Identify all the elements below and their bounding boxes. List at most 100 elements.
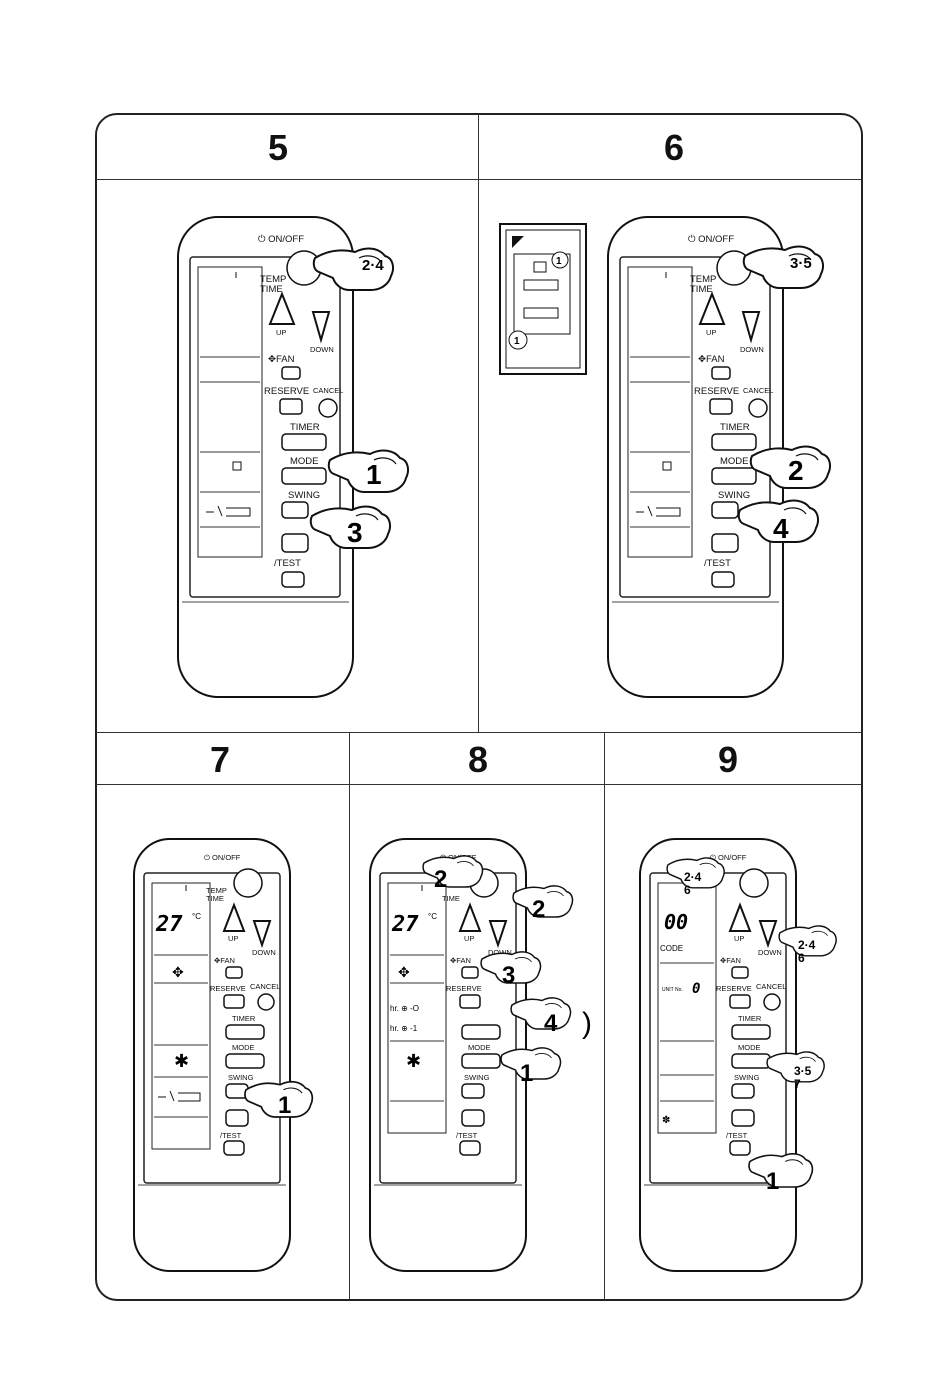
up-label: UP <box>734 934 744 943</box>
callout-label: 1 <box>514 336 520 347</box>
down-button[interactable] <box>758 920 778 949</box>
reserve-button[interactable] <box>459 994 481 1009</box>
cancel-button[interactable] <box>763 993 781 1011</box>
fan-icon: ✥ <box>398 964 410 980</box>
test-label: /TEST <box>274 558 301 569</box>
power-button[interactable] <box>233 868 263 898</box>
mode-button[interactable] <box>461 1053 501 1069</box>
cancel-button[interactable] <box>318 398 338 418</box>
up-label: UP <box>228 934 238 943</box>
grid-button[interactable] <box>731 1109 755 1127</box>
cancel-button[interactable] <box>748 398 768 418</box>
callout-label: 2 <box>434 866 447 893</box>
remote-panel-6: ⏻ ON/OFF TEMP TIME UP DOWN ✥FAN RESERVE … <box>607 216 831 698</box>
power-button[interactable] <box>739 868 769 898</box>
timer-label: TIMER <box>720 422 750 433</box>
timer-button[interactable] <box>711 433 757 451</box>
closing-paren: ) <box>582 1007 592 1040</box>
timer-button[interactable] <box>461 1024 501 1040</box>
test-label: /TEST <box>726 1131 748 1140</box>
callout-label: 3·5 <box>790 255 812 272</box>
up-button[interactable] <box>268 291 296 325</box>
step-number-5: 5 <box>267 127 289 168</box>
timer-button[interactable] <box>731 1024 771 1040</box>
time-label: TIME <box>442 894 460 903</box>
callout-label: 3 <box>347 517 363 548</box>
grid-button[interactable] <box>711 533 739 553</box>
test-button[interactable] <box>729 1140 751 1156</box>
down-button[interactable] <box>741 311 761 344</box>
reserve-label: RESERVE <box>210 984 246 993</box>
cancel-label: CANCEL <box>313 386 343 395</box>
mode-button[interactable] <box>281 467 327 485</box>
callout-label: 1 <box>366 459 382 490</box>
timer-off-readout: hr. ⊕ -1 <box>390 1024 418 1033</box>
step-number-8: 8 <box>467 739 489 780</box>
timer-label: TIMER <box>290 422 320 433</box>
remote-panel-8: 27 °C ✥ hr. ⊕ -O hr. ⊕ -1 ✱ ⏻ ON/OFF TIM… <box>369 838 592 1272</box>
timer-button[interactable] <box>281 433 327 451</box>
up-button[interactable] <box>458 902 482 932</box>
reserve-button[interactable] <box>223 994 245 1009</box>
down-button[interactable] <box>311 311 331 344</box>
reserve-button[interactable] <box>279 398 303 415</box>
fan-icon: ✥ <box>172 964 184 980</box>
on-off-label: ⏻ ON/OFF <box>710 853 747 862</box>
reserve-button[interactable] <box>729 994 751 1009</box>
fan-button[interactable] <box>461 966 479 979</box>
on-off-label: ⏻ ON/OFF <box>258 234 304 245</box>
callout-label: 2 <box>532 896 545 923</box>
snowflake-icon: ✱ <box>174 1051 189 1071</box>
unit-no-label: UNIT No. <box>662 987 683 993</box>
reserve-label: RESERVE <box>264 386 309 397</box>
fan-button[interactable] <box>225 966 243 979</box>
down-button[interactable] <box>252 920 272 949</box>
test-button[interactable] <box>281 571 305 588</box>
test-label: /TEST <box>220 1131 242 1140</box>
grid-button[interactable] <box>281 533 309 553</box>
cancel-label: CANCEL <box>743 386 773 395</box>
up-button[interactable] <box>222 902 246 932</box>
temp-label: TEMP <box>260 274 286 285</box>
swing-button[interactable] <box>711 501 739 519</box>
test-label: /TEST <box>704 558 731 569</box>
temperature-readout: 27 <box>391 912 419 937</box>
divider <box>96 179 862 180</box>
temp-label: TEMP <box>690 274 716 285</box>
up-button[interactable] <box>728 902 752 932</box>
test-button[interactable] <box>459 1140 481 1156</box>
grid-button[interactable] <box>461 1109 485 1127</box>
swing-button[interactable] <box>731 1083 755 1099</box>
down-button[interactable] <box>488 920 508 949</box>
reserve-button[interactable] <box>709 398 733 415</box>
callout-label: 1 <box>520 1060 533 1087</box>
fan-label: ✥FAN <box>720 956 741 965</box>
unit-no-readout: 0 <box>692 981 700 997</box>
test-button[interactable] <box>223 1140 245 1156</box>
test-button[interactable] <box>711 571 735 588</box>
on-off-label: ⏻ ON/OFF <box>688 234 734 245</box>
swing-button[interactable] <box>461 1083 485 1099</box>
mode-label: MODE <box>468 1043 491 1052</box>
mode-button[interactable] <box>711 467 757 485</box>
timer-button[interactable] <box>225 1024 265 1040</box>
down-label: DOWN <box>740 345 764 354</box>
grid-button[interactable] <box>225 1109 249 1127</box>
fan-button[interactable] <box>281 366 301 380</box>
up-button[interactable] <box>698 291 726 325</box>
callout-label: 3 <box>502 962 515 989</box>
time-label: TIME <box>206 894 224 903</box>
swing-button[interactable] <box>281 501 309 519</box>
fan-button[interactable] <box>731 966 749 979</box>
fan-button[interactable] <box>711 366 731 380</box>
code-label: CODE <box>660 944 683 953</box>
mode-button[interactable] <box>225 1053 265 1069</box>
reserve-label: RESERVE <box>446 984 482 993</box>
step-number-6: 6 <box>663 127 685 168</box>
temp-unit: °C <box>428 912 437 921</box>
manual-page-frame <box>95 113 863 1301</box>
cancel-button[interactable] <box>257 993 275 1011</box>
fan-label: ✥FAN <box>268 354 295 365</box>
mode-button[interactable] <box>731 1053 771 1069</box>
